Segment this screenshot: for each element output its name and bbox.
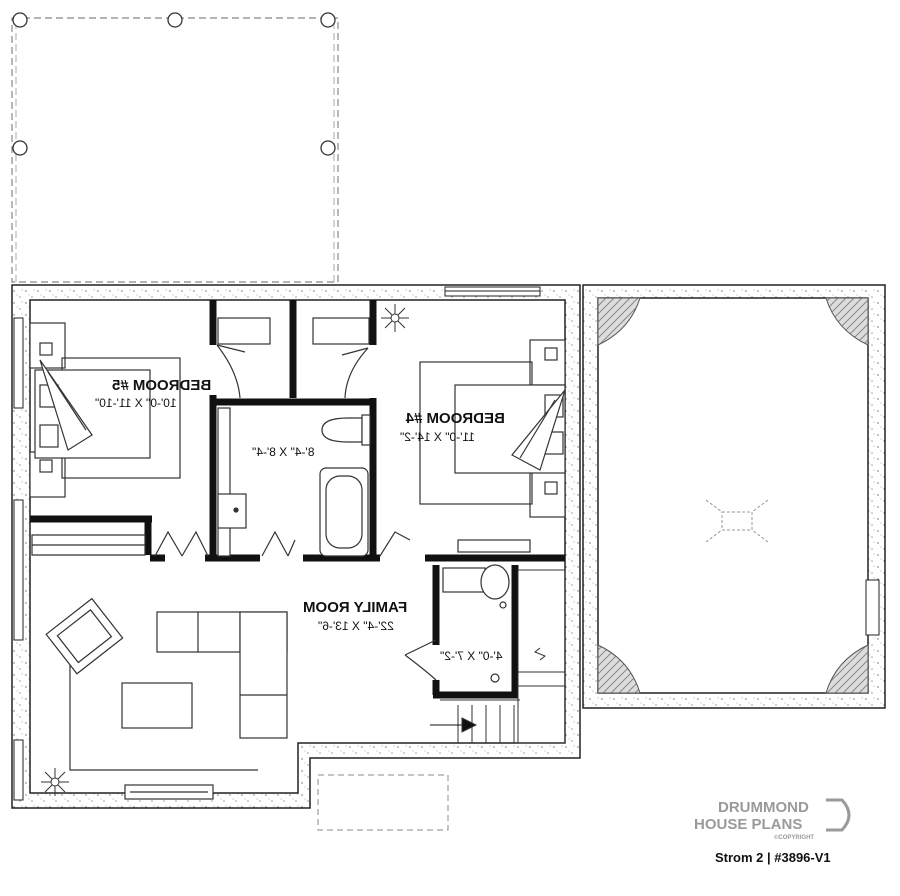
powder-room-dims: 4'-0" X 7'-2" (440, 649, 502, 663)
plant-icons (41, 304, 409, 796)
bedroom5-dims: 10'-0" X 11'-10" (95, 396, 177, 410)
interior-walls (30, 300, 565, 699)
deck-outline (11, 12, 339, 283)
family-room-dims: 22'-4" X 13'-6" (318, 619, 394, 633)
bedroom4-name: BEDROOM #4 (405, 410, 505, 427)
room-labels: BEDROOM #5 10'-0" X 11'-10" BEDROOM #4 1… (95, 377, 505, 663)
bathroom-fixtures (217, 407, 371, 557)
plan-caption: Strom 2 | #3896-V1 (715, 850, 831, 865)
brand-copyright: ©COPYRIGHT (774, 834, 814, 841)
doors-and-closets (31, 317, 437, 681)
bathroom-dims: 8'-4" X 8'-4" (252, 445, 314, 459)
bedroom5-furniture (29, 322, 181, 498)
exterior-walls (11, 284, 886, 831)
brand-line1: DRUMMOND (718, 799, 809, 816)
drummond-logo: DRUMMOND HOUSE PLANS ©COPYRIGHT (694, 798, 851, 841)
brand-line2: HOUSE PLANS (694, 816, 802, 833)
stairs (430, 569, 566, 744)
garage-details (597, 297, 869, 694)
family-room-furniture (45, 597, 288, 800)
powder-room-fixtures (442, 564, 510, 683)
bedroom5-name: BEDROOM #5 (112, 377, 211, 394)
family-room-name: FAMILY ROOM (303, 599, 407, 616)
bedroom4-furniture (419, 339, 566, 553)
bedroom4-dims: 11'-0" X 14'-2" (400, 430, 475, 444)
